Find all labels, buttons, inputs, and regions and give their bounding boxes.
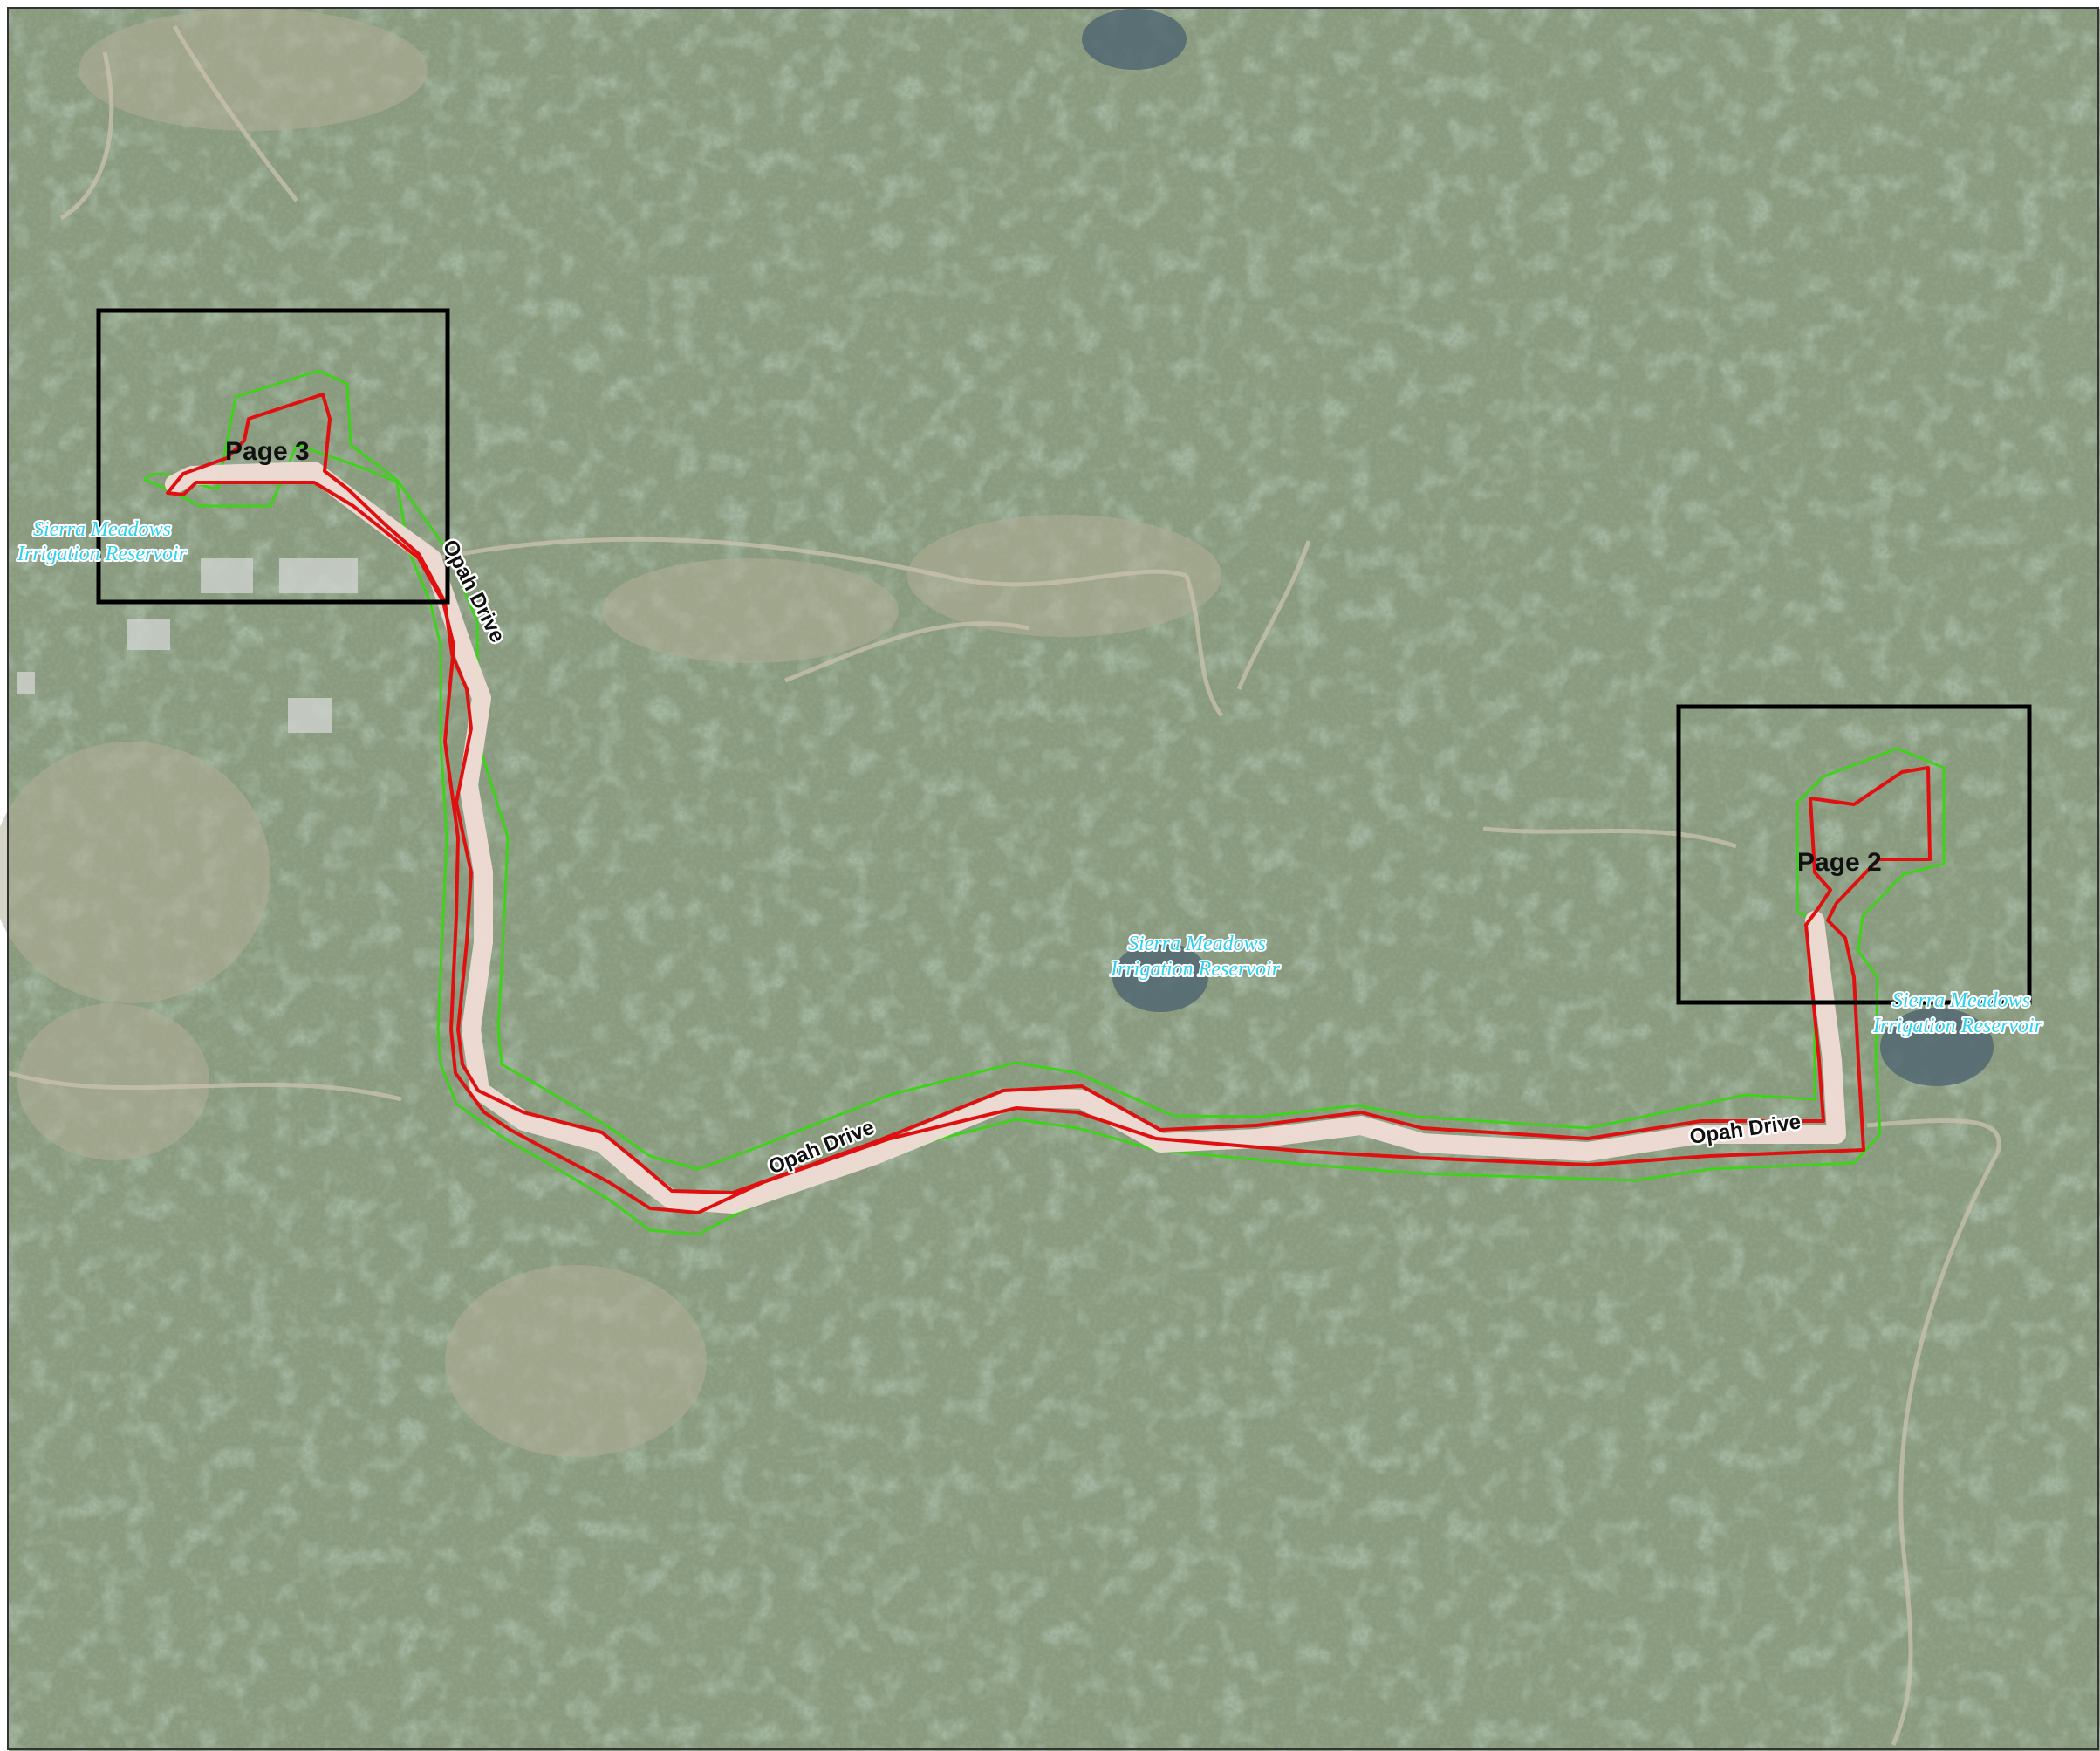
dirt-tracks (8, 24, 2001, 1746)
project-boundary (166, 393, 1932, 1214)
svg-text:Sierra Meadows: Sierra Meadows (1892, 989, 2030, 1012)
water-label-west: Sierra Meadows Irrigation Reservoir (15, 516, 189, 567)
page-2-label: Page 2 (1797, 848, 1882, 877)
svg-text:Sierra Meadows: Sierra Meadows (33, 518, 171, 541)
project-corridor-fill (165, 462, 1846, 1214)
page-3-label: Page 3 (225, 437, 310, 466)
svg-text:Irrigation Reservoir: Irrigation Reservoir (17, 543, 188, 565)
clearings (0, 9, 1221, 1457)
imagery-tree-texture (9, 9, 2100, 1751)
svg-text:Irrigation Reservoir: Irrigation Reservoir (1872, 1015, 2043, 1037)
water-label-east: Sierra Meadows Irrigation Reservoir (1871, 988, 2045, 1039)
page-2-index-frame[interactable] (1676, 704, 2032, 1005)
buildings (17, 558, 358, 733)
svg-text:Irrigation Reservoir: Irrigation Reservoir (1110, 958, 1281, 981)
page-3-index-frame[interactable] (96, 308, 450, 605)
svg-text:Sierra Meadows: Sierra Meadows (1128, 933, 1266, 955)
project-buffer-outline (143, 369, 1946, 1236)
map-neatline (7, 7, 2099, 1750)
ponds (1082, 9, 1994, 1086)
water-label-center: Sierra Meadows Irrigation Reservoir (1108, 931, 1283, 982)
